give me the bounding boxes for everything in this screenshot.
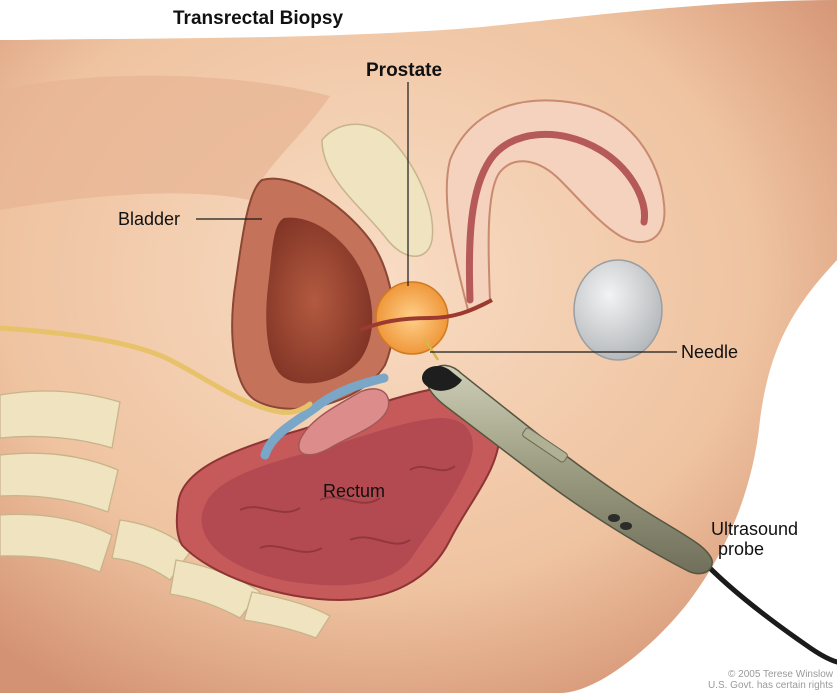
testis: [574, 260, 662, 360]
label-rectum: Rectum: [323, 481, 385, 502]
label-bladder: Bladder: [118, 209, 180, 230]
credit-line-2: U.S. Govt. has certain rights: [708, 680, 833, 691]
credit-line-1: © 2005 Terese Winslow: [708, 669, 833, 680]
label-needle: Needle: [681, 342, 738, 363]
label-prostate: Prostate: [366, 60, 442, 82]
label-ultrasound: Ultrasound: [711, 519, 798, 540]
label-probe: probe: [718, 539, 764, 560]
copyright-credit: © 2005 Terese Winslow U.S. Govt. has cer…: [708, 669, 833, 691]
figure-title: Transrectal Biopsy: [173, 8, 343, 30]
probe-cable: [700, 558, 837, 662]
